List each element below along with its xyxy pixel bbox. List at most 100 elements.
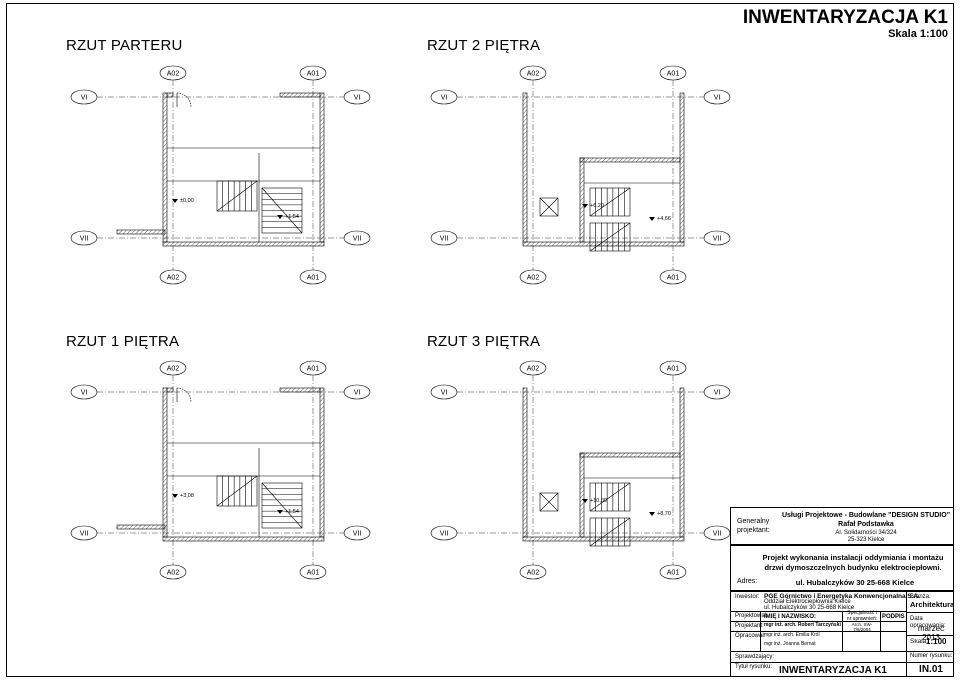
- drawing-title-label: Tytuł rysunku:: [735, 664, 773, 670]
- project-title: Projekt wykonania instalacji oddymiania …: [762, 553, 944, 572]
- shaft-cross: [539, 492, 559, 512]
- drafter-2: mgr inż. Joanna Bernat: [764, 641, 816, 647]
- drawing-title: INWENTARYZACJA K1: [779, 665, 887, 676]
- designer-name: Usługi Projektowe - Budowlane "DESIGN ST…: [781, 512, 951, 519]
- investor-address: ul. Hubalczyków 30 25-668 Kielce: [764, 605, 855, 611]
- divider: [760, 611, 761, 651]
- address-label: Adres:: [737, 578, 758, 585]
- level-label: +1,54: [285, 214, 299, 220]
- axis-bubble-vi-label: VI: [354, 390, 361, 397]
- staircase: [589, 517, 631, 547]
- designer-role-name: mgr inż. arch. Robert Tarczyński: [764, 622, 841, 628]
- wall: [579, 157, 681, 163]
- axis-bubble-a02-label: A02: [527, 366, 540, 373]
- stair-outline: [589, 222, 631, 252]
- axis-bubble-vi-label: VI: [441, 95, 448, 102]
- door-swing: [176, 387, 192, 403]
- drafted-label: Opracował:: [735, 633, 766, 639]
- divider: [730, 651, 954, 652]
- wall: [279, 387, 321, 393]
- branch-label: Branża:: [910, 594, 931, 600]
- scale-value: 1:100: [926, 637, 947, 646]
- staircase: [261, 482, 303, 529]
- divider: [906, 635, 954, 636]
- wall: [162, 241, 325, 247]
- stair-outline: [216, 180, 258, 212]
- investor-name: PGE Górnictwo i Energetyka Konwencjonaln…: [764, 593, 921, 600]
- axis-bubble-vii-label: VII: [353, 531, 362, 538]
- axis-bubble-a01-label: A01: [307, 366, 320, 373]
- axis-bubble-a02-label: A02: [527, 570, 540, 577]
- axis-bubble-a01-label: A01: [667, 366, 680, 373]
- level-marker: [172, 199, 178, 203]
- axis-bubble-vii-label: VII: [713, 531, 722, 538]
- axis-bubble-vi-label: VI: [81, 95, 88, 102]
- level-label: +3,08: [180, 493, 194, 499]
- axis-bubble-vii-label: VII: [80, 236, 89, 243]
- plan-title-floor2: RZUT 2 PIĘTRA: [427, 37, 541, 54]
- level-label: +10,00: [590, 498, 607, 504]
- stair-arrow: [589, 517, 631, 547]
- wall: [279, 92, 321, 98]
- axis-bubble-vii-label: VII: [80, 531, 89, 538]
- axis-bubble-a02-label: A02: [167, 275, 180, 282]
- sheet-title: INWENTARYZACJA K1: [742, 7, 948, 28]
- general-designer-label: Generalny projektant:: [737, 518, 770, 535]
- axis-bubble-vii-label: VII: [713, 236, 722, 243]
- wall: [522, 241, 685, 247]
- sheet-scale: Skala 1:100: [888, 28, 948, 40]
- project-box: [730, 545, 954, 591]
- stair-arrow: [589, 222, 631, 252]
- axis-bubble-vi-label: VI: [354, 95, 361, 102]
- divider: [842, 611, 843, 651]
- designer-license: Arch. SW-7/8/2004: [851, 622, 873, 633]
- general-designer-box: [730, 507, 954, 545]
- stair-arrow: [261, 187, 303, 234]
- stair-arrow: [216, 180, 258, 212]
- wall: [522, 387, 528, 538]
- stair-outline: [589, 517, 631, 547]
- divider: [730, 611, 906, 612]
- level-label: +8,70: [657, 511, 671, 517]
- axis-bubble-vi-label: VI: [714, 390, 721, 397]
- stair-outline: [589, 187, 631, 217]
- axis-bubble-vi-label: VI: [81, 390, 88, 397]
- axis-bubble-a02-label: A02: [527, 275, 540, 282]
- designer-role: Projektant:: [735, 623, 764, 629]
- axis-bubble-a01-label: A01: [307, 71, 320, 78]
- wall: [319, 387, 325, 538]
- level-marker: [649, 512, 655, 516]
- stair-outline: [589, 482, 631, 512]
- staircase: [589, 222, 631, 252]
- stair-outline: [216, 475, 258, 507]
- drawing-no-label: Numer rysunku:: [910, 653, 953, 659]
- axis-bubble-a02-label: A02: [527, 71, 540, 78]
- axis-bubble-vi-label: VI: [714, 95, 721, 102]
- wall: [579, 157, 585, 243]
- staircase: [589, 482, 631, 512]
- axis-bubble-vii-label: VII: [440, 236, 449, 243]
- staircase: [216, 180, 258, 212]
- divider: [906, 612, 954, 613]
- level-marker: [277, 510, 283, 514]
- plan-title-floor3: RZUT 3 PIĘTRA: [427, 333, 541, 350]
- staircase: [216, 475, 258, 507]
- info-table: [730, 591, 954, 677]
- name-header: IMIĘ I NAZWISKO:: [764, 614, 816, 620]
- axis-bubble-vii-label: VII: [353, 236, 362, 243]
- designer-street: Al. Solidarności 34/324: [835, 530, 897, 536]
- stair-arrow: [589, 482, 631, 512]
- shaft-cross: [539, 197, 559, 217]
- spec-header: Specjalność i nr uprawnień:: [846, 610, 878, 622]
- staircase: [589, 187, 631, 217]
- divider: [730, 631, 906, 632]
- divider: [880, 611, 881, 651]
- divider: [730, 662, 954, 663]
- axis-bubble-vii-label: VII: [440, 531, 449, 538]
- wall: [579, 452, 681, 458]
- scale-label: Skala:: [910, 638, 929, 645]
- axis-bubble-a01-label: A01: [307, 275, 320, 282]
- wall: [166, 92, 174, 98]
- drawing-no: IN.01: [919, 664, 943, 675]
- axis-bubble-a02-label: A02: [167, 366, 180, 373]
